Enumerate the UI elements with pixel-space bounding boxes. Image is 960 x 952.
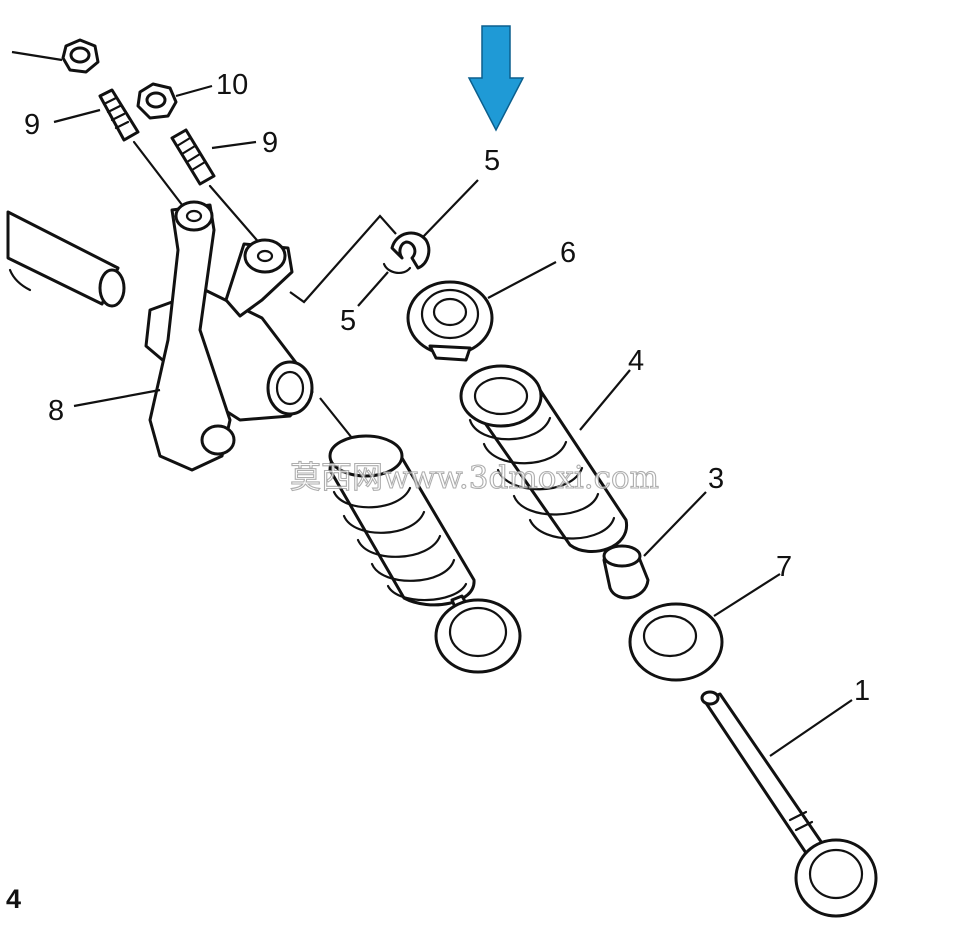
valve-stem-seal: [602, 491, 707, 600]
valve-spring-retainer: [406, 261, 557, 362]
valve: [700, 690, 878, 918]
watermark: 莫西网www.3dmoxi.com: [290, 460, 659, 496]
callout-9-right: 9: [262, 127, 278, 159]
callout-8: 8: [48, 395, 64, 427]
adjusting-screw-right: [170, 128, 264, 248]
callout-4: 4: [628, 345, 644, 377]
figure-number: 4: [6, 884, 21, 914]
arrow-down-icon: [467, 25, 525, 132]
assembled-valve-spring: [328, 434, 522, 674]
keeper-leader: [289, 214, 397, 304]
callout-6: 6: [560, 237, 576, 269]
adjusting-nut: [136, 82, 213, 120]
valve-keepers: [357, 179, 479, 307]
callout-10: 10: [216, 69, 248, 101]
adjusting-screw-left: [53, 88, 188, 212]
callout-9-left: 9: [24, 109, 40, 141]
callout-5-low: 5: [340, 305, 356, 337]
nut-top-left: [11, 38, 100, 74]
valve-spring-seat: [628, 573, 781, 682]
rocker-arm-assembly: [73, 200, 361, 472]
callout-1: 1: [854, 675, 870, 707]
callout-3: 3: [708, 463, 724, 495]
rocker-shaft: [6, 210, 126, 308]
valve-spring: [459, 364, 631, 554]
callout-5-top: 5: [484, 145, 500, 177]
callout-7: 7: [776, 551, 792, 583]
